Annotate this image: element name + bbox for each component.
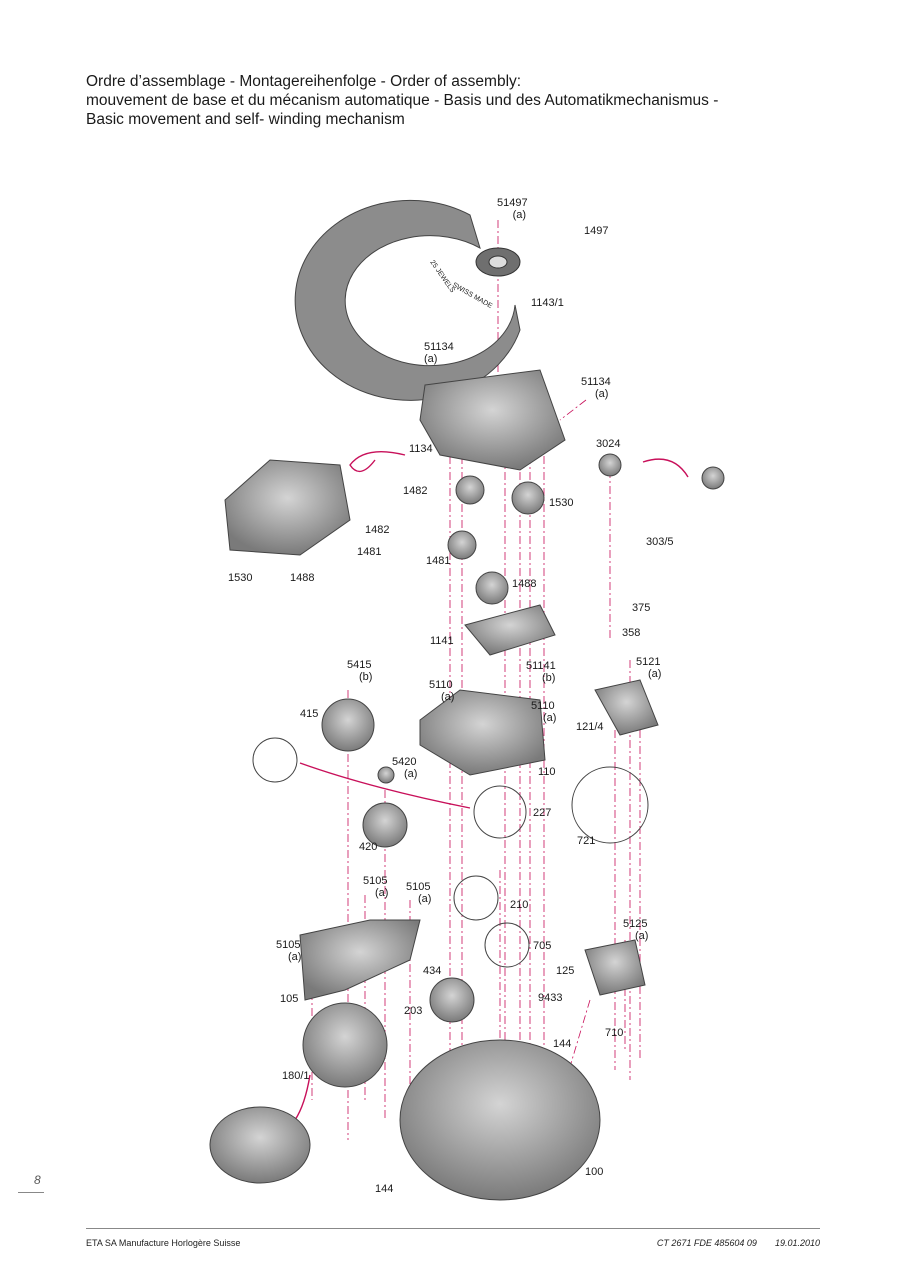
wheel-415-assembled <box>252 737 298 783</box>
main-plate-100 <box>399 1039 601 1201</box>
part-label-51497: 51497(a) <box>497 197 528 221</box>
rotor-1143-1: 25 JEWELS SWISS MADE <box>294 199 521 401</box>
rotor-engraving-2: SWISS MADE <box>451 282 494 311</box>
part-label-1497: 1497 <box>584 225 609 237</box>
part-label-1488-b: 1488 <box>512 578 537 590</box>
part-label-710: 710 <box>605 1027 624 1039</box>
part-label-144-b: 144 <box>375 1183 394 1195</box>
part-label-303-5: 303/5 <box>646 536 674 548</box>
footer-date: 19.01.2010 <box>774 1238 820 1248</box>
part-label-705: 705 <box>533 940 552 952</box>
footer-doc-ref: CT 2671 FDE 485604 09 <box>656 1238 757 1248</box>
part-label-144-a: 144 <box>553 1038 572 1050</box>
part-label-5415: 5415(b) <box>347 659 373 683</box>
pallet-bridge-125 <box>584 939 646 996</box>
part-label-721: 721 <box>577 835 596 847</box>
part-label-1134: 1134 <box>409 443 433 455</box>
bridge-1141 <box>464 604 556 656</box>
ratchet-wheel-415 <box>321 698 375 752</box>
wheel-1488 <box>475 571 509 605</box>
part-label-125: 125 <box>556 965 575 977</box>
page-number-rule <box>18 1192 44 1193</box>
part-label-1482-a: 1482 <box>403 485 428 497</box>
footer-reference: CT 2671 FDE 485604 09 19.01.2010 <box>657 1238 820 1248</box>
part-label-1482-b: 1482 <box>365 524 390 536</box>
crown-wheel-420 <box>362 802 408 848</box>
title-line-2: mouvement de base et du mécanism automat… <box>86 92 719 109</box>
page-number: 8 <box>34 1173 41 1187</box>
part-label-5105-b: 5105(a) <box>406 881 432 905</box>
part-label-5105-c: 5105(a) <box>276 939 302 963</box>
crown-3024-alt <box>701 466 725 490</box>
part-label-5125: 5125(a) <box>623 918 649 942</box>
automatic-bridge-1134 <box>419 369 566 471</box>
transfer-arrows <box>294 451 689 1121</box>
part-label-51134-b: 51134(a) <box>581 376 611 400</box>
wheel-210 <box>453 875 499 921</box>
part-label-5110-a: 5110(a) <box>429 679 455 703</box>
part-label-1488-a: 1488 <box>290 572 315 584</box>
title-line-3: Basic movement and self- winding mechani… <box>86 111 405 128</box>
part-label-51141: 51141(b) <box>526 660 556 684</box>
part-label-420: 420 <box>359 841 378 853</box>
part-label-180-1: 180/1 <box>282 1070 310 1082</box>
part-label-5105-a: 5105(a) <box>363 875 389 899</box>
part-label-100: 100 <box>585 1166 604 1178</box>
barrel-assembled <box>209 1106 311 1184</box>
part-label-5110-b: 5110(a) <box>531 700 557 724</box>
part-label-1530-b: 1530 <box>228 572 253 584</box>
part-label-434: 434 <box>423 965 442 977</box>
crown-3024 <box>598 453 622 477</box>
part-label-1481-a: 1481 <box>357 546 382 558</box>
part-label-51134-a: 51134(a) <box>424 341 454 365</box>
part-label-105: 105 <box>280 993 299 1005</box>
rotor-engraving-1: 25 JEWELS <box>428 259 456 294</box>
part-label-5420: 5420(a) <box>392 756 418 780</box>
part-label-5121: 5121(a) <box>636 656 662 680</box>
part-label-203: 203 <box>404 1005 423 1017</box>
automatic-bridge-assembled <box>224 459 351 556</box>
part-label-110: 110 <box>538 766 556 778</box>
barrel-180-1 <box>302 1002 388 1088</box>
page-title: Ordre d’assemblage - Montagereihenfolge … <box>86 72 718 129</box>
part-label-415: 415 <box>300 708 319 720</box>
balance-bridge-121-4 <box>594 679 659 736</box>
part-label-1530-a: 1530 <box>549 497 574 509</box>
part-label-3024: 3024 <box>596 438 621 450</box>
part-label-1141: 1141 <box>430 635 454 647</box>
bridge-105 <box>299 919 421 1001</box>
title-line-1: Ordre d’assemblage - Montagereihenfolge … <box>86 73 522 90</box>
wheel-227 <box>473 785 527 839</box>
barrel-bridge-110 <box>419 689 546 776</box>
part-label-227: 227 <box>533 807 552 819</box>
part-label-121-4: 121/4 <box>576 721 604 733</box>
balance-721 <box>571 766 649 844</box>
wheel-1481 <box>447 530 477 560</box>
part-label-1143-1: 1143/1 <box>531 297 564 309</box>
footer-rule <box>86 1228 820 1229</box>
part-label-9433: 9433 <box>538 992 563 1004</box>
part-label-1481-b: 1481 <box>426 555 451 567</box>
wheel-203 <box>429 977 475 1023</box>
footer-company: ETA SA Manufacture Horlogère Suisse <box>86 1238 241 1248</box>
part-label-210: 210 <box>510 899 529 911</box>
reverser-wheel-1482 <box>455 475 485 505</box>
screw-5420 <box>377 766 395 784</box>
part-label-375: 375 <box>632 602 651 614</box>
part-label-358: 358 <box>622 627 641 639</box>
reverser-wheel-1530 <box>511 481 545 515</box>
escape-wheel-705 <box>484 922 530 968</box>
